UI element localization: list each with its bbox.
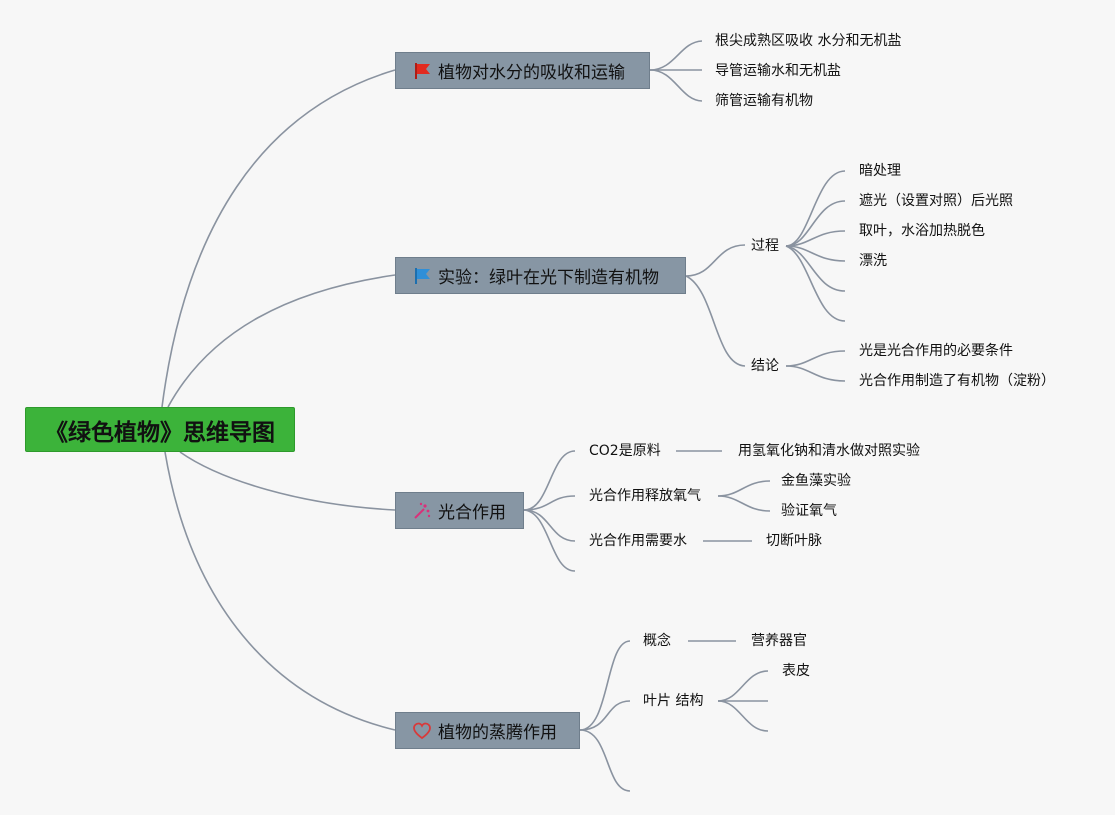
leaf-node[interactable]: 漂洗 <box>859 253 887 269</box>
leaf-node[interactable]: 取叶，水浴加热脱色 <box>859 223 985 239</box>
sub-node[interactable]: 光合作用释放氧气 <box>589 488 701 504</box>
leaf-node[interactable]: 用氢氧化钠和清水做对照实验 <box>738 443 920 459</box>
leaf-node[interactable]: 根尖成熟区吸收 水分和无机盐 <box>715 33 902 49</box>
branch-title: 植物对水分的吸收和运输 <box>438 63 625 83</box>
root-node[interactable]: 《绿色植物》思维导图 <box>25 407 295 452</box>
red-flag-icon <box>412 61 432 81</box>
sub-node[interactable]: 光合作用需要水 <box>589 533 687 549</box>
leaf-node[interactable]: 筛管运输有机物 <box>715 93 813 109</box>
leaf-node[interactable]: 导管运输水和无机盐 <box>715 63 841 79</box>
sub-node[interactable]: CO2是原料 <box>589 443 661 459</box>
leaf-node[interactable]: 营养器官 <box>751 633 807 649</box>
branch-experiment[interactable]: 实验：绿叶在光下制造有机物 <box>395 257 686 294</box>
leaf-node[interactable]: 金鱼藻实验 <box>781 473 851 489</box>
leaf-node[interactable]: 遮光（设置对照）后光照 <box>859 193 1013 209</box>
heart-icon <box>412 721 432 741</box>
conclusion-node[interactable]: 结论 <box>751 358 779 374</box>
sub-node[interactable]: 概念 <box>643 633 671 649</box>
process-node[interactable]: 过程 <box>751 238 779 254</box>
leaf-node[interactable]: 光合作用制造了有机物（淀粉） <box>859 373 1055 389</box>
sub-node[interactable]: 叶片 结构 <box>643 693 704 709</box>
branch-photosynthesis[interactable]: 光合作用 <box>395 492 524 529</box>
leaf-node[interactable]: 暗处理 <box>859 163 901 179</box>
branch-water-absorption[interactable]: 植物对水分的吸收和运输 <box>395 52 650 89</box>
blue-flag-icon <box>412 266 432 286</box>
leaf-node[interactable]: 表皮 <box>782 663 810 679</box>
leaf-node[interactable]: 光是光合作用的必要条件 <box>859 343 1013 359</box>
leaf-node[interactable]: 验证氧气 <box>781 503 837 519</box>
branch-title: 实验：绿叶在光下制造有机物 <box>438 268 659 288</box>
branch-title: 植物的蒸腾作用 <box>438 723 557 743</box>
branch-title: 光合作用 <box>438 503 506 523</box>
sparkle-icon <box>412 501 432 521</box>
branch-transpiration[interactable]: 植物的蒸腾作用 <box>395 712 580 749</box>
leaf-node[interactable]: 切断叶脉 <box>766 533 822 549</box>
